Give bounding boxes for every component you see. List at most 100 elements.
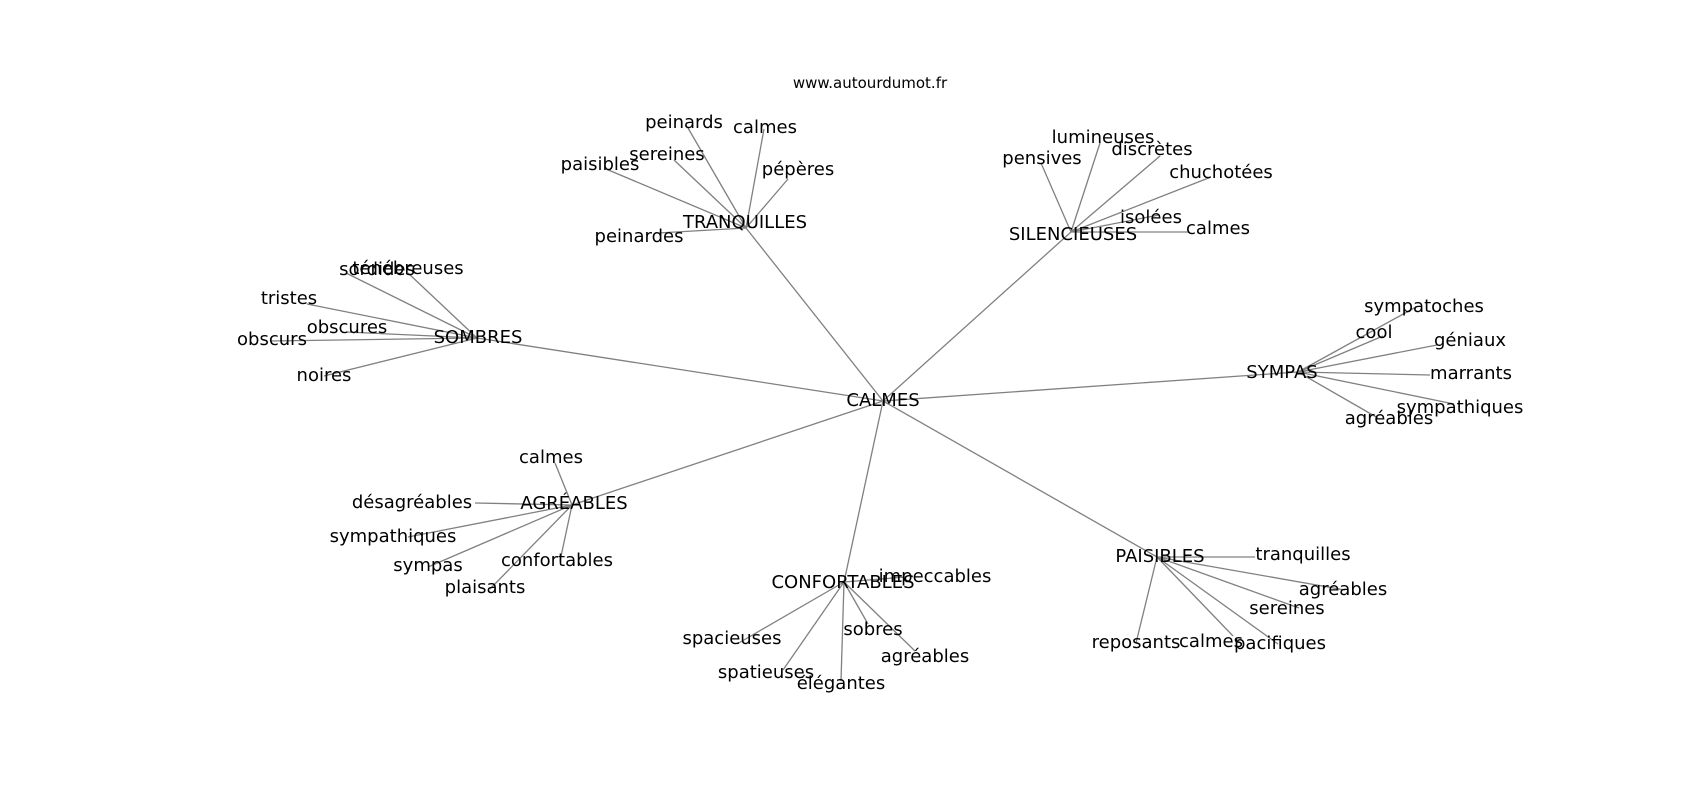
leaf-node-label: sympathiques bbox=[330, 526, 457, 547]
source-label: www.autourdumot.fr bbox=[793, 74, 948, 92]
edge-root-hub bbox=[882, 400, 1158, 558]
leaf-node-label: peinards bbox=[645, 112, 723, 133]
edge-hub-child bbox=[1040, 162, 1072, 233]
leaf-node-label: spacieuses bbox=[682, 628, 781, 649]
leaf-node-label: ténébreuses bbox=[352, 258, 463, 279]
leaf-node-label: pacifiques bbox=[1234, 633, 1326, 654]
leaf-node-label: obscures bbox=[307, 317, 388, 338]
leaf-node-label: marrants bbox=[1430, 363, 1512, 384]
graph-labels: www.autourdumot.fr CALMESTRANQUILLESpein… bbox=[237, 74, 1523, 694]
leaf-node-label: calmes bbox=[519, 447, 583, 468]
edge-hub-child bbox=[554, 462, 573, 506]
leaf-node-label: sympathiques bbox=[1397, 397, 1524, 418]
edge-hub-child bbox=[673, 159, 747, 229]
edge-hub-child bbox=[782, 581, 845, 671]
edge-hub-child bbox=[1297, 371, 1379, 419]
edge-hub-child bbox=[1156, 556, 1300, 609]
edge-hub-child bbox=[1070, 155, 1161, 233]
edge-hub-child bbox=[474, 502, 573, 506]
leaf-node-label: calmes bbox=[733, 117, 797, 138]
edge-root-hub bbox=[476, 337, 884, 402]
leaf-node-label: sereines bbox=[1249, 598, 1324, 619]
leaf-node-label: lumineuses bbox=[1052, 127, 1155, 148]
edge-hub-child bbox=[687, 127, 747, 229]
leaf-node-label: isolées bbox=[1120, 207, 1182, 228]
edge-hub-child bbox=[407, 272, 478, 339]
leaf-node-label: pensives bbox=[1002, 148, 1081, 169]
leaf-node-label: impeccables bbox=[879, 566, 992, 587]
edge-hub-child bbox=[345, 272, 478, 339]
leaf-node-label: désagréables bbox=[352, 492, 472, 513]
edge-hub-child bbox=[1070, 214, 1160, 233]
edge-hub-child bbox=[323, 337, 478, 377]
edge-hub-child bbox=[306, 303, 478, 339]
edge-hub-child bbox=[1297, 335, 1384, 373]
edge-hub-child bbox=[843, 581, 916, 652]
edge-hub-child bbox=[1135, 556, 1158, 644]
edge-hub-child bbox=[1297, 371, 1431, 376]
hub-node-label: CONFORTABLES bbox=[771, 572, 914, 593]
edge-hub-child bbox=[345, 331, 478, 339]
hub-node-label: PAISIBLES bbox=[1115, 546, 1204, 567]
leaf-node-label: paisibles bbox=[561, 154, 640, 175]
edge-hub-child bbox=[559, 504, 573, 562]
hub-node-label: SYMPAS bbox=[1246, 362, 1317, 383]
leaf-node-label: noires bbox=[297, 365, 352, 386]
leaf-node-label: reposants bbox=[1092, 632, 1181, 653]
edge-hub-child bbox=[1070, 142, 1101, 233]
edge-root-hub bbox=[882, 371, 1299, 402]
edge-hub-child bbox=[1297, 306, 1417, 373]
leaf-node-label: tristes bbox=[261, 288, 317, 309]
leaf-node-label: tranquilles bbox=[1255, 544, 1350, 565]
edge-hub-child bbox=[1156, 556, 1234, 637]
edge-hub-child bbox=[427, 504, 573, 568]
leaf-node-label: agréables bbox=[1299, 579, 1387, 600]
leaf-node-label: sympatoches bbox=[1364, 296, 1484, 317]
leaf-node-label: pépères bbox=[762, 159, 834, 180]
leaf-node-label: discrètes bbox=[1111, 139, 1192, 160]
edge-root-hub bbox=[882, 231, 1072, 402]
edge-hub-child bbox=[489, 504, 573, 590]
edge-root-hub bbox=[745, 227, 884, 402]
edge-hub-child bbox=[843, 581, 869, 625]
edge-hub-child bbox=[1297, 371, 1455, 405]
hub-node-label: SILENCIEUSES bbox=[1009, 224, 1137, 245]
leaf-node-label: spatieuses bbox=[718, 662, 814, 683]
edge-hub-child bbox=[1156, 556, 1346, 591]
leaf-node-label: obscurs bbox=[237, 329, 307, 350]
leaf-node-label: sympas bbox=[393, 555, 462, 576]
hub-node-label: SOMBRES bbox=[434, 327, 523, 348]
edge-hub-child bbox=[736, 581, 845, 645]
leaf-node-label: plaisants bbox=[445, 577, 526, 598]
leaf-node-label: géniaux bbox=[1434, 330, 1506, 351]
leaf-node-label: agréables bbox=[1345, 408, 1433, 429]
leaf-node-label: chuchotées bbox=[1169, 162, 1273, 183]
leaf-node-label: élégantes bbox=[797, 673, 886, 694]
graph-edges bbox=[270, 127, 1455, 682]
edge-hub-child bbox=[1297, 344, 1438, 373]
edge-hub-child bbox=[843, 576, 906, 583]
edge-hub-child bbox=[745, 128, 765, 229]
leaf-node-label: sereines bbox=[629, 144, 704, 165]
edge-hub-child bbox=[1070, 176, 1212, 233]
edge-hub-child bbox=[1156, 556, 1279, 645]
leaf-node-label: agréables bbox=[881, 646, 969, 667]
edge-hub-child bbox=[407, 504, 573, 538]
leaf-node-label: sordides bbox=[339, 259, 415, 280]
edge-hub-child bbox=[745, 178, 789, 229]
edge-root-hub bbox=[843, 400, 884, 583]
leaf-node-label: cool bbox=[1356, 322, 1393, 343]
edge-root-hub bbox=[571, 400, 884, 506]
root-node-label: CALMES bbox=[846, 390, 919, 411]
leaf-node-label: confortables bbox=[501, 550, 613, 571]
hub-node-label: TRANQUILLES bbox=[682, 212, 807, 233]
edge-hub-child bbox=[657, 227, 747, 234]
hub-node-label: AGRÉABLES bbox=[520, 492, 627, 514]
edge-hub-child bbox=[840, 581, 845, 682]
edge-hub-child bbox=[270, 337, 478, 342]
leaf-node-label: peinardes bbox=[595, 226, 684, 247]
leaf-node-label: calmes bbox=[1179, 631, 1243, 652]
leaf-node-label: calmes bbox=[1186, 218, 1250, 239]
leaf-node-label: sobres bbox=[843, 619, 902, 640]
